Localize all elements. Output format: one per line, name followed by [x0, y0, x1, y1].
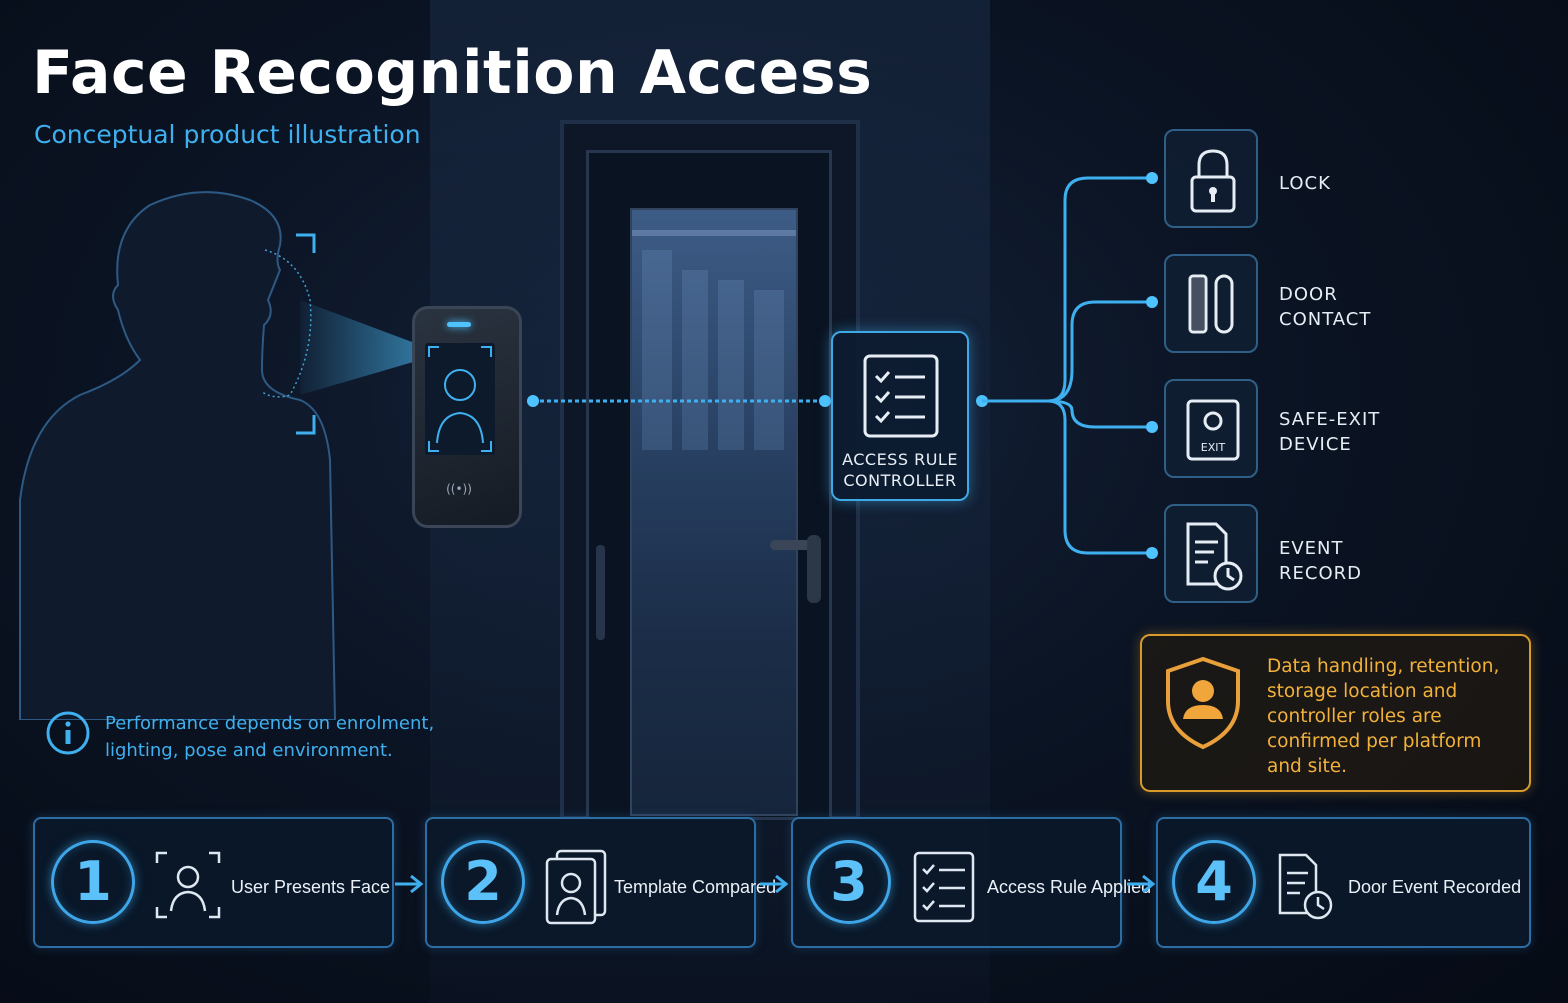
exit-device-icon: EXIT	[1186, 399, 1240, 461]
event-record-box	[1164, 504, 1258, 603]
info-icon	[46, 711, 90, 755]
exit-device-box: EXIT	[1164, 379, 1258, 478]
door-contact-icon	[1188, 274, 1234, 334]
reader-status-light	[447, 322, 471, 327]
arrow-right-icon	[760, 874, 789, 894]
performance-note: Performance depends on enrolment, lighti…	[105, 713, 435, 761]
nfc-icon: ((•))	[446, 482, 472, 496]
event-record-icon	[1186, 522, 1243, 591]
face-scan-icon	[428, 346, 492, 452]
page-title: Face Recognition Access	[32, 38, 873, 108]
output-label-door-contact: DOOR CONTACT	[1279, 284, 1372, 330]
controller-label: ACCESS RULE CONTROLLER	[842, 450, 958, 490]
step-label: Access Rule Applied	[987, 877, 1152, 897]
step-label: User Presents Face	[231, 877, 391, 897]
door-contact-box	[1164, 254, 1258, 353]
person-silhouette	[19, 191, 420, 720]
step-1: 1 User Presents Face	[33, 817, 394, 948]
step-number: 3	[807, 840, 891, 924]
template-icon	[545, 849, 607, 925]
output-label-event-record: EVENT RECORD	[1279, 538, 1362, 584]
step-number: 1	[51, 840, 135, 924]
output-label-safe-exit: SAFE-EXIT DEVICE	[1279, 409, 1381, 455]
event-record-icon	[1278, 853, 1333, 920]
shield-user-icon	[1166, 656, 1240, 750]
checklist-icon	[863, 354, 939, 438]
reader-screen	[425, 343, 495, 455]
step-2: 2 Template Compared	[425, 817, 776, 948]
step-number: 2	[441, 840, 525, 924]
output-label-lock: LOCK	[1279, 173, 1331, 194]
lock-box	[1164, 129, 1258, 228]
step-4: 4 Door Event Recorded	[1156, 817, 1531, 948]
lock-icon	[1190, 149, 1236, 213]
step-number: 4	[1172, 840, 1256, 924]
checklist-icon	[913, 851, 975, 923]
door-handle-plate	[807, 535, 821, 603]
door-glass-panel	[630, 208, 798, 816]
page-subtitle: Conceptual product illustration	[34, 120, 421, 149]
face-scan-icon	[155, 851, 221, 919]
step-3: 3 Access Rule Applied	[791, 817, 1151, 948]
door-handle	[770, 540, 820, 550]
step-label: Template Compared	[614, 877, 777, 897]
step-label: Door Event Recorded	[1348, 877, 1522, 897]
wall-pull-bar	[596, 545, 605, 640]
arrow-right-icon	[395, 874, 424, 894]
arrow-right-icon	[1127, 874, 1156, 894]
exit-text: EXIT	[1201, 441, 1226, 454]
notice-text: Data handling, retention, storage locati…	[1267, 656, 1500, 777]
